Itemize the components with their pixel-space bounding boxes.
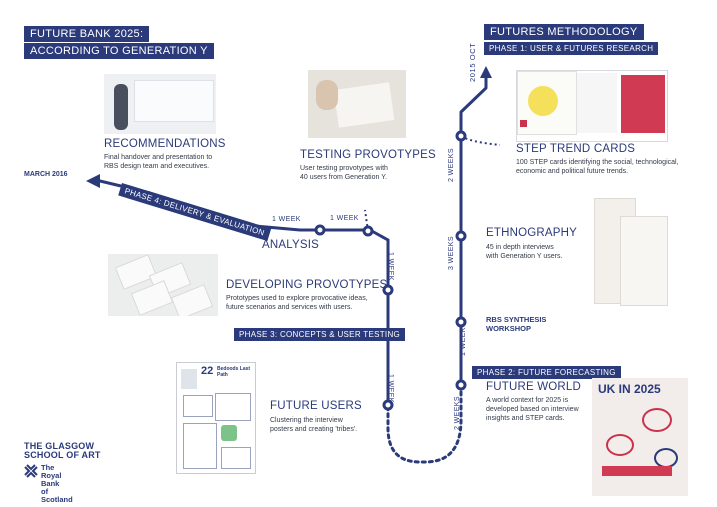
route-bottom-dotted xyxy=(386,383,463,464)
poster-green-icon xyxy=(221,425,237,441)
future-users-title: FUTURE USERS xyxy=(270,400,362,412)
title-line-2: ACCORDING TO GENERATION Y xyxy=(24,43,214,59)
future-world-title: FUTURE WORLD xyxy=(486,381,582,393)
gsa-logo: THE GLASGOW SCHOOL OF ART xyxy=(24,442,101,460)
poster-quote-box xyxy=(215,393,251,421)
future-world-desc-2: developed based on interview xyxy=(486,406,579,413)
rbs-daisy-icon xyxy=(24,464,38,478)
rbs-logo-line-2: of Scotland xyxy=(41,487,73,504)
recommendations-title: RECOMMENDATIONS xyxy=(104,138,226,150)
future-users-desc-2: posters and creating 'tribes'. xyxy=(270,426,358,433)
duration-ethnography: 3 WEEKS xyxy=(448,236,455,270)
developing-provotypes-title: DEVELOPING PROVOTYPES xyxy=(226,279,388,291)
connector-testing xyxy=(364,209,369,232)
node-step-cards xyxy=(455,130,467,142)
ethnography-desc-1: 45 in depth interviews xyxy=(486,244,554,251)
developing-provotypes-image xyxy=(108,254,218,316)
future-users-poster: 22 Bedoods Last Path xyxy=(176,362,256,474)
recommendations-desc-1: Final handover and presentation to xyxy=(104,154,213,161)
phase-3-label: PHASE 3: CONCEPTS & USER TESTING xyxy=(234,328,406,341)
poster-number: 22 xyxy=(201,365,214,377)
route-top-segment xyxy=(459,68,488,138)
testing-provotypes-title: TESTING PROVOTYPES xyxy=(300,149,436,161)
connector-step-cards xyxy=(460,135,501,146)
sun-illustration-icon xyxy=(528,86,558,116)
route-arrow-head xyxy=(86,174,100,188)
node-testing xyxy=(362,225,374,237)
rbs-workshop-line-2: WORKSHOP xyxy=(486,324,531,333)
rbs-workshop-line-1: RBS SYNTHESIS xyxy=(486,315,547,324)
poster-box-icon xyxy=(221,447,251,469)
step-card-red xyxy=(621,75,665,133)
presentation-wall xyxy=(134,80,214,122)
ethnography-title: ETHNOGRAPHY xyxy=(486,227,578,239)
speech-bubble-icon-2 xyxy=(606,434,634,456)
step-trend-cards-desc-1: 100 STEP cards identifying the social, t… xyxy=(516,159,679,166)
node-rbs-workshop xyxy=(455,316,467,328)
step-trend-cards-desc-2: economic and political future trends. xyxy=(516,168,629,175)
duration-future-users: 1 WEEK xyxy=(387,374,394,403)
phase-2-label: PHASE 2: FUTURE FORECASTING xyxy=(472,366,621,379)
recommendations-desc-2: RBS design team and executives. xyxy=(104,163,210,170)
step-card-back xyxy=(577,73,617,133)
rbs-logo-line-1: The Royal Bank xyxy=(41,463,62,488)
gsa-logo-line-1: THE GLASGOW xyxy=(24,441,95,451)
node-developing xyxy=(382,284,394,296)
gsa-logo-line-2: SCHOOL OF ART xyxy=(24,450,101,460)
developing-provotypes-desc-2: future scenarios and services with users… xyxy=(226,304,353,311)
interview-sheet-2 xyxy=(620,216,668,306)
step-cards-image xyxy=(516,70,668,142)
methodology-title: FUTURES METHODOLOGY xyxy=(484,24,644,40)
node-future-world xyxy=(455,379,467,391)
testing-provotypes-desc-2: 40 users from Generation Y. xyxy=(300,174,387,181)
poster-heading: Bedoods Last Path xyxy=(217,366,251,378)
ethnography-image xyxy=(594,198,668,306)
card-accent-icon xyxy=(520,120,527,127)
start-date: 2015 OCT xyxy=(468,42,477,82)
presenter-icon xyxy=(114,84,128,130)
testing-provotypes-desc-1: User testing provotypes with xyxy=(300,165,388,172)
banner-strip-icon xyxy=(602,466,672,476)
poster-portrait-icon xyxy=(181,369,197,389)
duration-future-world: 2 WEEKS xyxy=(454,396,461,430)
duration-step-trend: 2 WEEKS xyxy=(448,148,455,182)
speech-bubble-icon-3 xyxy=(654,448,678,468)
route-start-arrow xyxy=(480,66,492,78)
future-world-sign: UK IN 2025 xyxy=(598,382,661,396)
future-users-desc-1: Clustering the interview xyxy=(270,417,343,424)
poster-grid-icon xyxy=(183,423,217,469)
hand-icon xyxy=(316,80,338,110)
node-ethnography xyxy=(455,230,467,242)
speech-bubble-icon xyxy=(642,408,672,432)
duration-analysis-left: 1 WEEK xyxy=(272,216,301,223)
developing-provotypes-desc-1: Prototypes used to explore provocative i… xyxy=(226,295,368,302)
analysis-title: ANALYSIS xyxy=(262,239,319,251)
end-date: MARCH 2016 xyxy=(24,171,68,178)
test-paper-icon xyxy=(333,82,395,128)
future-world-image: UK IN 2025 xyxy=(592,378,688,496)
duration-analysis-right: 1 WEEK xyxy=(330,215,359,222)
future-world-desc-1: A world context for 2025 is xyxy=(486,397,569,404)
step-trend-cards-title: STEP TREND CARDS xyxy=(516,143,636,155)
phase-1-label: PHASE 1: USER & FUTURES RESEARCH xyxy=(484,42,659,55)
node-future-users xyxy=(382,399,394,411)
step-card-front xyxy=(517,71,577,135)
future-world-desc-3: insights and STEP cards. xyxy=(486,415,565,422)
title-line-1: FUTURE BANK 2025: xyxy=(24,26,150,42)
recommendations-image xyxy=(104,74,216,134)
ethnography-desc-2: with Generation Y users. xyxy=(486,253,563,260)
poster-chart-icon xyxy=(183,395,213,417)
testing-provotypes-image xyxy=(308,70,406,138)
duration-rbs-workshop: 1 WEEK xyxy=(460,327,467,356)
node-analysis xyxy=(314,224,326,236)
duration-developing: 1 WEEK xyxy=(387,252,394,281)
